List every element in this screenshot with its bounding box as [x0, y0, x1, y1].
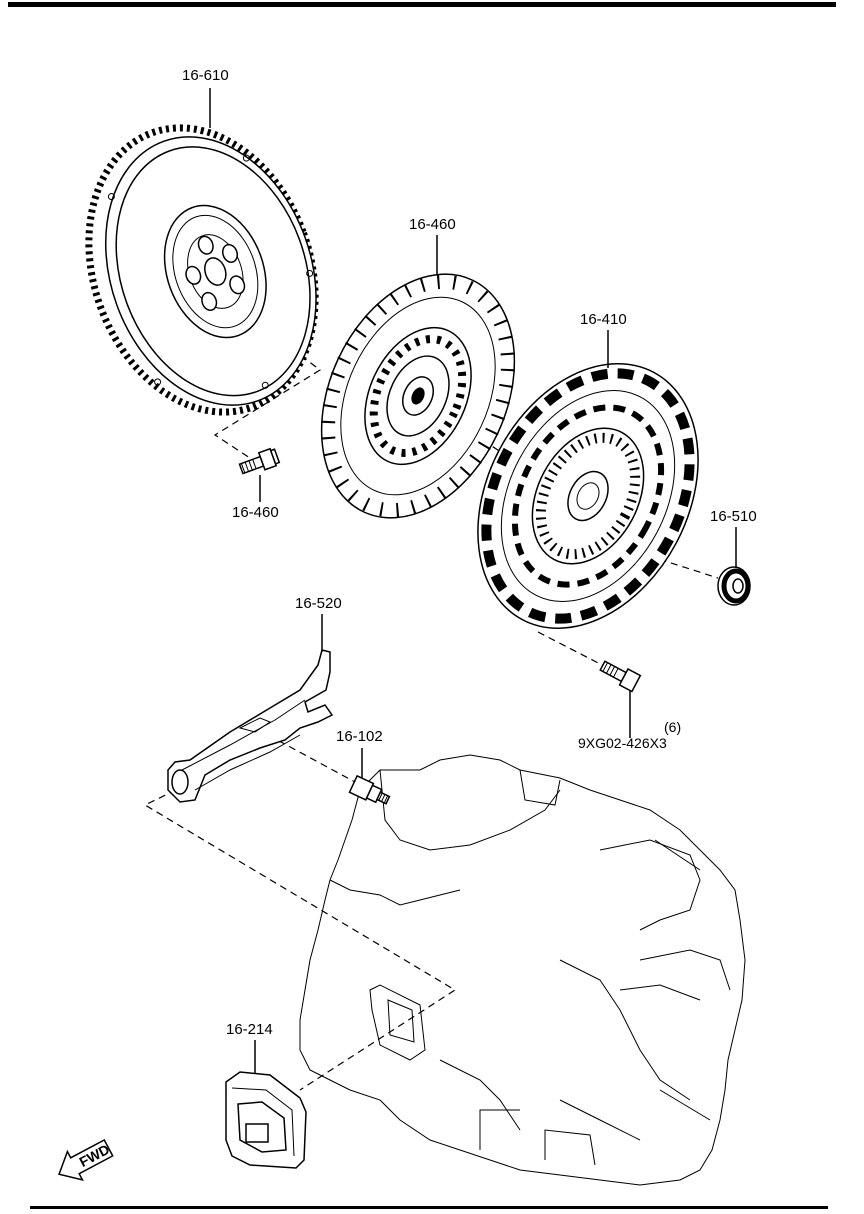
- cover-bolt-qty: (6): [664, 719, 681, 735]
- clutch-disc-label: 16-460: [409, 216, 456, 233]
- pressure-plate[interactable]: 16-410: [434, 311, 742, 667]
- forward-direction-arrow: FWD: [58, 1138, 114, 1182]
- pivot-stud[interactable]: 16-102: [336, 728, 392, 808]
- cover-bolt-label: 9XG02-426X3: [578, 735, 667, 751]
- pivot-stud-label: 16-102: [336, 728, 383, 745]
- boot-label: 16-214: [226, 1021, 273, 1038]
- cover-bolt[interactable]: (6) 9XG02-426X3: [578, 658, 681, 751]
- release-bearing[interactable]: 16-510: [710, 508, 757, 606]
- boot[interactable]: 16-214: [225, 1021, 307, 1169]
- flywheel-bolt-label: 16-460: [232, 504, 279, 521]
- release-fork[interactable]: 16-520: [167, 595, 342, 803]
- transmission-outline: [299, 754, 746, 1186]
- top-border: [8, 2, 836, 7]
- release-fork-label: 16-520: [295, 595, 342, 612]
- flywheel-label: 16-610: [182, 67, 229, 84]
- flywheel-bolt[interactable]: 16-460: [232, 447, 281, 521]
- clutch-disc[interactable]: 16-460: [284, 216, 552, 549]
- bottom-border: [30, 1206, 828, 1209]
- release-bearing-label: 16-510: [710, 508, 757, 525]
- pressure-plate-label: 16-410: [580, 311, 627, 328]
- flywheel[interactable]: 16-610: [51, 67, 354, 444]
